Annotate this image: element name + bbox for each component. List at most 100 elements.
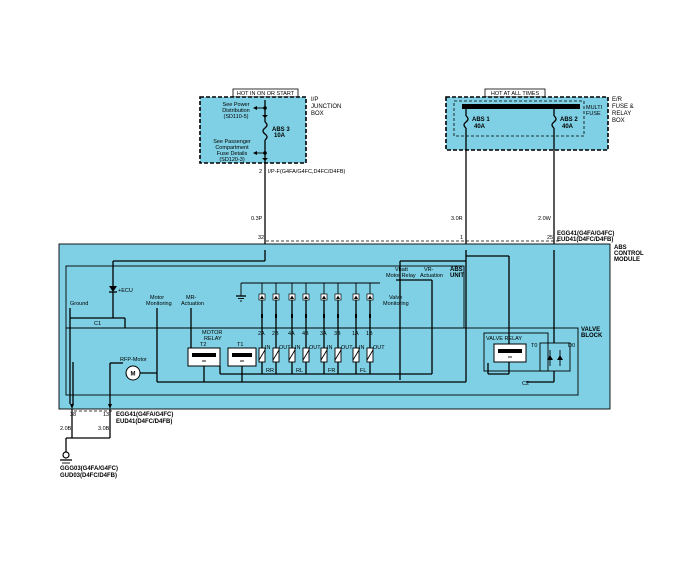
valve-in-out: IN: [295, 345, 301, 351]
motor-symbol: M: [131, 372, 136, 378]
motor-relay-2: RELAY: [204, 336, 222, 342]
er-title-1: E/R: [612, 97, 623, 103]
module-title-3: MODULE: [614, 257, 640, 263]
arrow-left-icon: [253, 106, 257, 110]
pin-1: 1: [460, 235, 463, 241]
fuse-abs1-name: ABS 1: [472, 117, 490, 123]
chevron-down-icon: [262, 115, 268, 118]
wheel-label: RL: [296, 368, 303, 374]
valve-number: 1A: [352, 331, 359, 337]
valve-in-out: OUT: [373, 345, 385, 351]
wheel-label: RR: [266, 368, 274, 374]
bottom-connector-2: EUD41(D4FC/D4FB): [116, 419, 172, 425]
ground-ring-icon: [62, 451, 70, 459]
c2-label: C2: [522, 381, 529, 387]
chevron-down-icon: [70, 404, 74, 409]
ground-connector-2: GUD03(D4FC/D4FB): [60, 473, 117, 479]
arrow-left-icon: [253, 151, 257, 155]
ip-junction-box: HOT IN ON OR START I/P JUNCTION BOX See …: [199, 88, 345, 175]
valve-block-frame: [65, 327, 579, 396]
ecu-label: +ECU: [118, 288, 133, 294]
d0-frame: [539, 342, 571, 372]
wire-2-0w: 2.0W: [538, 216, 552, 222]
wheel-label: FL: [360, 368, 366, 374]
see-pass-2: Compartment: [215, 145, 249, 151]
wire-2-0b: 2.0B: [60, 426, 72, 432]
valve-mon-2: Monitoring: [383, 301, 409, 307]
pin-32: 32: [258, 235, 264, 241]
fuse-abs2-icon: [551, 115, 557, 129]
ij-connector: I/P-F(G4FA/G4FC,D4FC/D4FB): [268, 169, 345, 175]
valve-in-out: OUT: [309, 345, 321, 351]
abs-control-module: 32 1 25 EGG41(G4FA/G4FC) EUD41(D4FC/D4FB…: [58, 231, 644, 425]
motor-mon-2: Monitoring: [146, 301, 172, 307]
see-power-3: (SD110-5): [224, 114, 249, 120]
rfp-motor-label: RFP-Motor: [120, 357, 147, 363]
pin-25: 25: [547, 235, 553, 241]
er-fuse-relay-box: HOT AT ALL TIMES MULTI FUSE E/R FUSE & R…: [445, 88, 634, 160]
ij-title-1: I/P: [311, 97, 318, 103]
mr-actuation-2: Actuation: [181, 301, 204, 307]
wire-0-3p: 0.3P: [251, 216, 263, 222]
pin-38: 38: [70, 412, 76, 418]
valve-number: 2B: [272, 331, 279, 337]
splice-dot-icon: [263, 151, 267, 155]
wire-3-0b: 3.0B: [98, 426, 110, 432]
multi-fuse-1: MULTI: [586, 105, 603, 111]
hot-at-all-times-label: HOT AT ALL TIMES: [491, 91, 540, 97]
bottom-connector-1: EGG41(G4FA/G4FC): [116, 412, 173, 418]
see-pass-1: See Passenger: [213, 139, 251, 145]
bus-bar: [462, 104, 580, 109]
fuse-abs3-icon: [262, 121, 268, 141]
mr-actuation-1: MR-: [186, 295, 197, 301]
chevron-down-icon: [262, 158, 268, 161]
fuse-abs1-rating: 40A: [474, 124, 486, 130]
valve-number: 2A: [258, 331, 265, 337]
ij-pin-2: 2: [259, 169, 262, 175]
ij-title-3: BOX: [311, 111, 324, 117]
wire-3-0r: 3.0R: [451, 216, 463, 222]
module-title-2: CONTROL: [614, 251, 644, 257]
valve-in-out: OUT: [279, 345, 291, 351]
valve-relay-frame: [483, 332, 549, 372]
multi-fuse-frame: [453, 100, 585, 137]
er-title-3: RELAY: [612, 111, 631, 117]
ground-connector-1: GGG03(G4FA/G4FC): [60, 466, 118, 472]
feed-wires: 0.3P 3.0R 2.0W: [251, 160, 555, 250]
splice-dot-icon: [263, 106, 267, 110]
t1-label: T1: [237, 342, 243, 348]
fuse-abs3-name: ABS 3: [272, 127, 290, 133]
valve-in-out: IN: [327, 345, 333, 351]
valve-number: 3A: [320, 331, 327, 337]
valve-mon-1: Valve: [389, 295, 402, 301]
fuse-abs2-name: ABS 2: [560, 117, 578, 123]
see-pass-4: (SD120-3): [219, 157, 245, 163]
valve-block-title-1: VALVE: [581, 327, 600, 333]
module-title-1: ABS: [614, 245, 627, 251]
vbatt-label-1: Vbatt: [395, 267, 408, 273]
er-title-4: BOX: [612, 118, 625, 124]
abs-unit-title-1: ABS: [450, 267, 463, 273]
top-connector-1: EGG41(G4FA/G4FC): [557, 231, 614, 237]
ip-junction-box-frame: [199, 96, 307, 164]
ground-wires: 2.0B 3.0B GGG03(G4FA/G4FC) GUD03(D4FC/D4…: [60, 409, 118, 479]
valve-number: 4B: [302, 331, 309, 337]
pin-13: 13: [103, 412, 109, 418]
d0-label: D0: [568, 343, 575, 349]
chevron-down-icon: [108, 404, 112, 409]
valve-relay-label: VALVE RELAY: [486, 336, 522, 342]
fuse-abs3-rating: 10A: [274, 133, 286, 139]
top-connector-2: EUD41(D4FC/D4FB): [557, 237, 613, 243]
hot-in-on-label: HOT IN ON OR START: [237, 91, 295, 97]
fuse-abs1-icon: [463, 115, 469, 129]
ij-title-2: JUNCTION: [311, 104, 341, 110]
t0-label: T0: [531, 343, 537, 349]
vr-actuation-1: VR-: [424, 267, 434, 273]
vbatt-label-2: Motor Relay: [386, 273, 416, 279]
see-pass-3: Fuse Details: [217, 151, 248, 157]
valve-number: 3B: [334, 331, 341, 337]
ground-label: Ground: [70, 301, 88, 307]
valve-number: 4A: [288, 331, 295, 337]
